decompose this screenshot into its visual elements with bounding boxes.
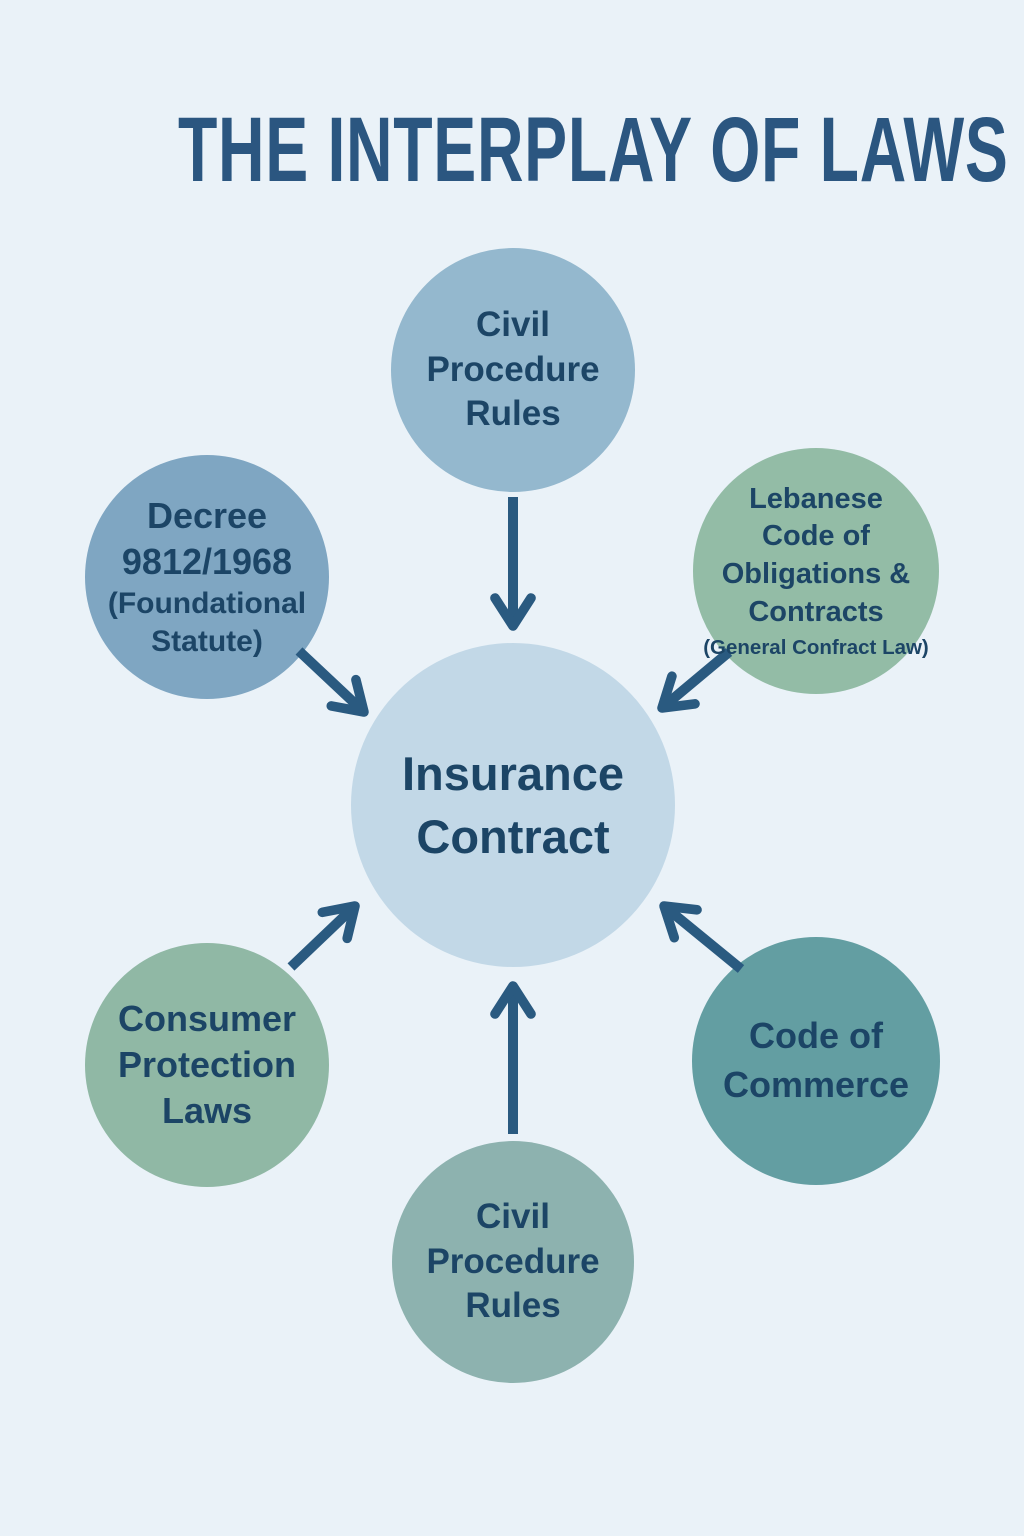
node-circle-civil-procedure-rules-bottom [392, 1141, 634, 1383]
arrow-upper-left-to-center [295, 647, 369, 717]
node-circle-civil-procedure-rules-top [391, 248, 635, 492]
node-label-lebanese-code-obligations-contracts: Lebanese Code of Obligations & Contracts… [693, 448, 939, 694]
node-label-text: Lebanese Code of Obligations & Contracts [721, 482, 911, 628]
node-sublabel-text: (General Confract Law) [703, 635, 929, 659]
node-label-civil-procedure-rules-bottom: Civil Procedure Rules [392, 1141, 634, 1383]
node-label-text: Insurance Contract [401, 746, 625, 863]
node-label-insurance-contract: Insurance Contract [351, 643, 675, 967]
arrow-lower-right-to-center [659, 901, 745, 973]
node-circle-consumer-protection-laws [85, 943, 329, 1187]
node-label-consumer-protection-laws: Consumer Protection Laws [85, 943, 329, 1187]
node-circle-code-of-commerce [692, 937, 940, 1185]
arrow-upper-right-to-center [657, 648, 733, 713]
page-title-text: THE INTERPLAY OF LAWS [177, 99, 1009, 201]
arrow-lower-left-to-center [287, 901, 360, 971]
page-title: THE INTERPLAY OF LAWS [0, 98, 1024, 203]
node-label-text: Civil Procedure Rules [426, 1196, 600, 1326]
node-label-text: Code of Commerce [722, 1015, 910, 1105]
node-label-code-of-commerce: Code of Commerce [692, 937, 940, 1185]
node-label-text: Decree 9812/1968 [121, 494, 293, 582]
node-label-text: Civil Procedure Rules [426, 304, 600, 434]
node-label-decree-9812-1968: Decree 9812/1968 (Foundational Statute) [85, 455, 329, 699]
node-sublabel-text: (Foundational Statute) [107, 586, 307, 659]
node-circle-insurance-contract [351, 643, 675, 967]
node-circle-decree-9812-1968 [85, 455, 329, 699]
node-label-civil-procedure-rules-top: Civil Procedure Rules [391, 248, 635, 492]
node-label-text: Consumer Protection Laws [117, 997, 297, 1132]
node-circle-lebanese-code-obligations-contracts [693, 448, 939, 694]
